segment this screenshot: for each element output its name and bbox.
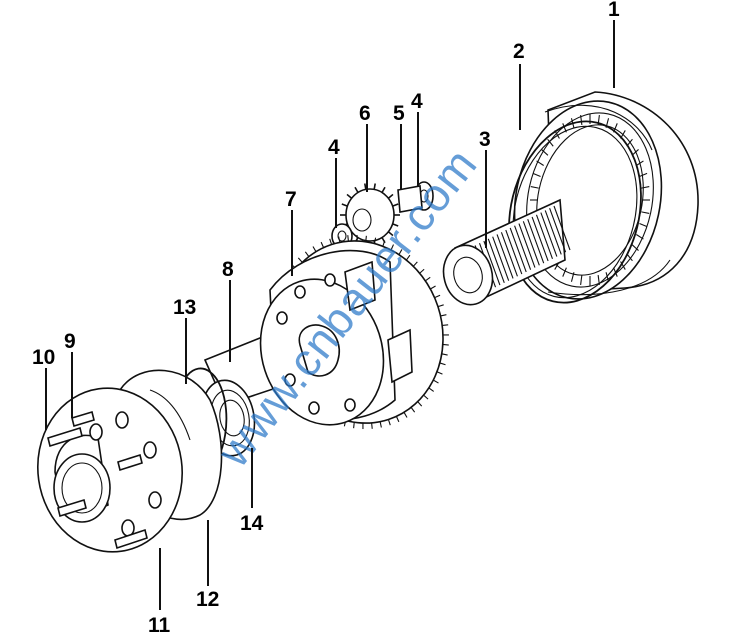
callout-3: 3 (479, 128, 491, 151)
callout-13: 13 (173, 296, 196, 319)
ring-gear-housing (513, 91, 699, 300)
planet-pin (397, 185, 423, 213)
callout-12: 12 (196, 588, 219, 611)
callout-8: 8 (222, 258, 234, 281)
watermark-text: www.cnbauer.com (206, 138, 487, 477)
callout-labels: 1 2 3 4 5 6 4 7 8 13 9 10 11 12 14 (32, 0, 620, 637)
callout-2: 2 (513, 40, 525, 63)
planet-carrier (259, 234, 449, 430)
snap-ring (508, 120, 642, 304)
callout-1: 1 (608, 0, 620, 21)
callout-5: 5 (393, 102, 405, 125)
callout-10: 10 (32, 346, 55, 369)
callout-6: 6 (359, 102, 371, 125)
callout-14: 14 (240, 512, 264, 535)
callout-4-right: 4 (411, 90, 423, 113)
callout-11: 11 (148, 614, 171, 637)
callout-9: 9 (64, 330, 76, 353)
sun-gear-shaft (442, 198, 571, 306)
callout-4-left: 4 (328, 136, 340, 159)
callout-7: 7 (285, 188, 297, 211)
planet-gear (340, 183, 400, 247)
leader-lines (45, 20, 615, 610)
wheel-studs (47, 410, 148, 550)
